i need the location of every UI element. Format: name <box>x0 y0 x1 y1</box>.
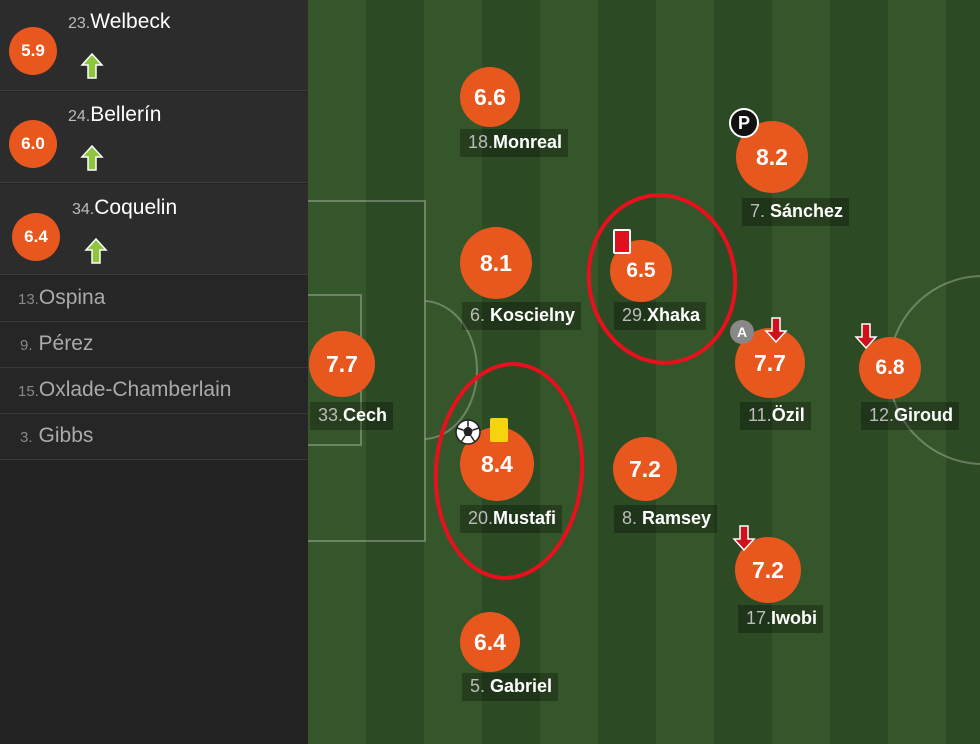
shirt-number: 24. <box>68 108 91 125</box>
shirt-number: 23. <box>68 15 91 32</box>
rating-badge: 7.2 <box>735 537 801 603</box>
player-name-text: Cech <box>343 405 388 425</box>
player-name: 9. Pérez <box>20 332 93 356</box>
player-name-text: Gabriel <box>490 676 553 696</box>
player-name: 15.Oxlade-Chamberlain <box>18 378 231 402</box>
player-name-text: Özil <box>771 405 805 425</box>
player-label: 6.Koscielny <box>462 302 582 330</box>
player-label: 17.Iwobi <box>738 605 824 633</box>
player-label: 12.Giroud <box>861 402 960 430</box>
player-label: 29.Xhaka <box>614 302 707 330</box>
player-label: 7.Sánchez <box>742 198 850 226</box>
player-name-text: Xhaka <box>647 305 701 325</box>
player-name-text: Giroud <box>894 405 954 425</box>
shirt-number: 17. <box>746 608 772 628</box>
rating-badge: 7.2 <box>613 437 677 501</box>
sub-row-bellerin[interactable]: 6.0 24.Bellerín <box>0 92 308 183</box>
sub-out-arrow-icon <box>854 323 878 350</box>
shirt-number: 20. <box>468 508 494 528</box>
player-name-text: Welbeck <box>90 10 171 33</box>
player-name-text: Ospina <box>38 286 106 309</box>
player-name: 23.Welbeck <box>68 10 170 34</box>
sub-in-arrow-icon <box>80 144 104 171</box>
player-name-text: Mustafi <box>493 508 557 528</box>
shirt-number: 8. <box>622 508 638 528</box>
shirt-number: 33. <box>318 405 344 425</box>
bench-row-gibbs[interactable]: 3. Gibbs <box>0 414 308 460</box>
player-label: 20.Mustafi <box>460 505 563 533</box>
goal-ball-icon <box>455 419 481 445</box>
player-name-text: Sánchez <box>770 201 844 221</box>
shirt-number: 11. <box>748 405 772 425</box>
sub-in-arrow-icon <box>84 237 108 264</box>
shirt-number: 13. <box>18 291 39 308</box>
shirt-number: 5. <box>470 676 486 696</box>
shirt-number: 9. <box>20 337 33 354</box>
sub-out-arrow-icon <box>732 525 756 552</box>
bench-row-perez[interactable]: 9. Pérez <box>0 322 308 368</box>
player-label: 11.Özil <box>740 402 811 430</box>
player-name-text: Ramsey <box>642 508 712 528</box>
red-card-icon <box>613 229 631 254</box>
sub-row-coquelin[interactable]: 6.4 34.Coquelin <box>0 184 308 275</box>
penalty-box <box>308 200 426 542</box>
rating-badge: 5.9 <box>9 27 57 75</box>
sub-out-arrow-icon <box>764 317 788 344</box>
shirt-number: 29. <box>622 305 648 325</box>
player-name: 34.Coquelin <box>72 196 177 220</box>
shirt-number: 34. <box>72 201 95 218</box>
player-name: 24.Bellerín <box>68 103 161 127</box>
player-label: 8.Ramsey <box>614 505 718 533</box>
assist-icon: A <box>730 320 754 344</box>
shirt-number: 12. <box>869 405 895 425</box>
rating-badge: 6.8 <box>859 337 921 399</box>
shirt-number: 7. <box>750 201 766 221</box>
shirt-number: 15. <box>18 383 39 400</box>
player-label: 18.Monreal <box>460 129 569 157</box>
player-name-text: Iwobi <box>771 608 818 628</box>
player-label: 33.Cech <box>310 402 394 430</box>
yellow-card-icon <box>490 418 508 442</box>
rating-badge: 6.6 <box>460 67 520 127</box>
substitutes-panel: 5.9 23.Welbeck 6.0 24.Bellerín 6.4 34.Co… <box>0 0 308 744</box>
player-name: 3. Gibbs <box>20 424 93 448</box>
sub-row-welbeck[interactable]: 5.9 23.Welbeck <box>0 0 308 91</box>
rating-badge: 7.7 <box>309 331 375 397</box>
player-name-text: Coquelin <box>94 196 178 219</box>
penalty-icon: P <box>729 108 759 138</box>
rating-badge: 6.4 <box>460 612 520 672</box>
player-name-text: Monreal <box>493 132 563 152</box>
rating-badge: 6.0 <box>9 120 57 168</box>
player-name-text: Bellerín <box>90 103 162 126</box>
shirt-number: 3. <box>20 429 33 446</box>
player-name: 13.Ospina <box>18 286 105 310</box>
player-name-text: Pérez <box>38 332 94 355</box>
shirt-number: 6. <box>470 305 486 325</box>
rating-badge: 6.4 <box>12 213 60 261</box>
player-name-text: Gibbs <box>38 424 94 447</box>
rating-badge: 8.1 <box>460 227 532 299</box>
sub-in-arrow-icon <box>80 52 104 79</box>
player-name-text: Oxlade-Chamberlain <box>38 378 232 401</box>
bench-row-oxlade-chamberlain[interactable]: 15.Oxlade-Chamberlain <box>0 368 308 414</box>
player-name-text: Koscielny <box>490 305 576 325</box>
bench-row-ospina[interactable]: 13.Ospina <box>0 276 308 322</box>
pitch: 7.7 33.Cech 6.6 18.Monreal 8.1 6.Kosciel… <box>308 0 980 744</box>
shirt-number: 18. <box>468 132 494 152</box>
player-label: 5.Gabriel <box>462 673 559 701</box>
